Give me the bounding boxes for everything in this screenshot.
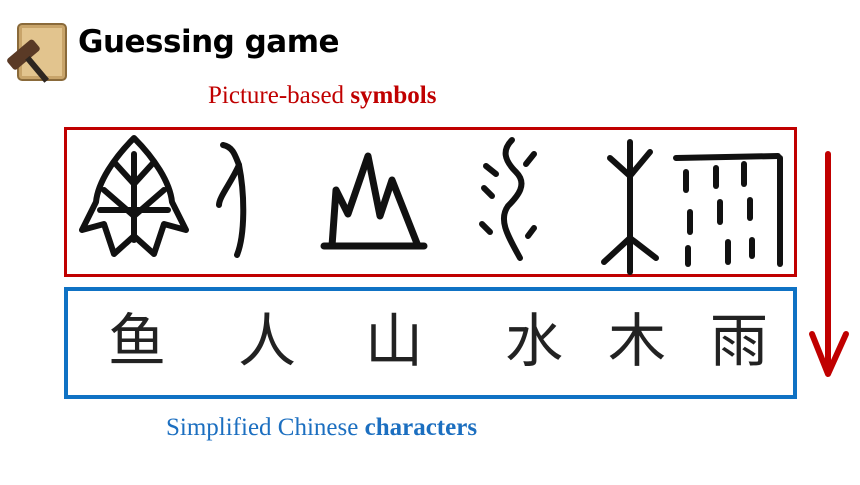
water-oracle-icon bbox=[479, 137, 537, 261]
person-oracle-icon bbox=[216, 142, 247, 258]
down-arrow-icon bbox=[809, 151, 849, 377]
simplified-characters-label-normal: Simplified Chinese bbox=[166, 414, 365, 441]
character-rain: 雨 bbox=[710, 307, 769, 375]
fish-oracle-icon bbox=[79, 135, 189, 257]
picture-symbols-label-bold: symbols bbox=[350, 82, 437, 109]
character-mountain: 山 bbox=[365, 307, 424, 375]
picture-symbols-box bbox=[64, 127, 797, 277]
character-person: 人 bbox=[238, 307, 297, 375]
simplified-characters-label: Simplified Chinese characters bbox=[166, 414, 477, 442]
picture-symbols-label: Picture-based symbols bbox=[208, 82, 436, 110]
character-water: 水 bbox=[505, 307, 564, 375]
simplified-characters-box bbox=[64, 287, 797, 399]
mountain-oracle-icon bbox=[320, 152, 428, 250]
simplified-characters-label-bold: characters bbox=[364, 414, 478, 441]
gavel-scroll-icon bbox=[7, 23, 67, 83]
character-tree: 木 bbox=[608, 307, 667, 375]
picture-symbols-label-normal: Picture-based bbox=[208, 82, 351, 109]
rain-oracle-icon bbox=[673, 153, 783, 267]
page-title: Guessing game bbox=[78, 24, 340, 60]
tree-oracle-icon bbox=[601, 139, 659, 275]
character-fish: 鱼 bbox=[108, 307, 167, 375]
